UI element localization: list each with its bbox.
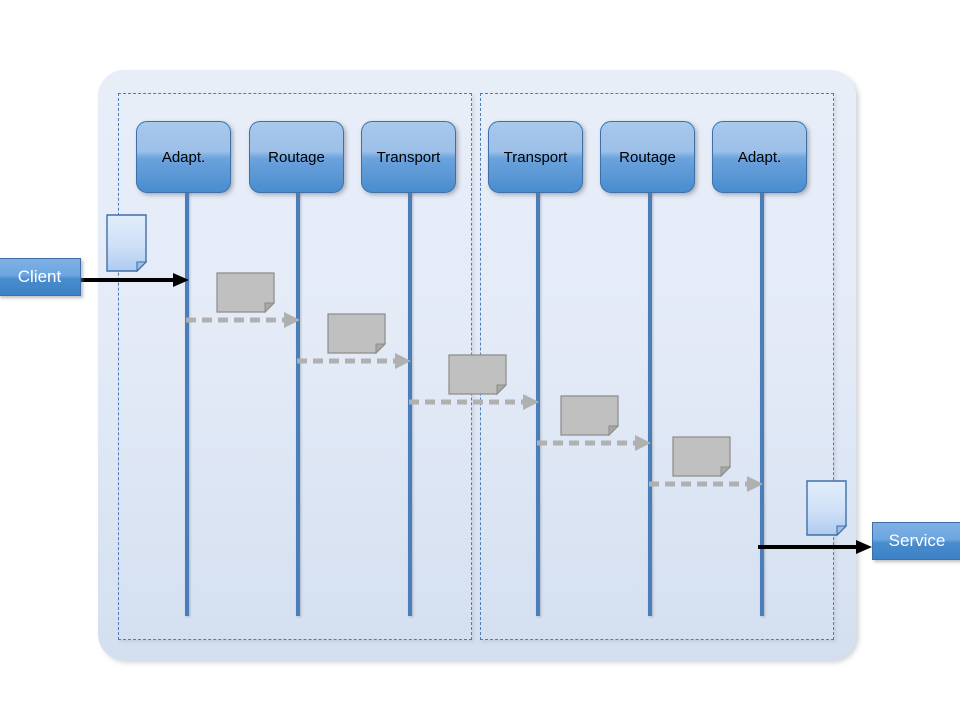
lifeline-routage-right (648, 186, 652, 616)
participant-label: Routage (268, 148, 325, 166)
message-arrow-client-to-adapt (79, 271, 195, 289)
lifeline-adapt-left (185, 186, 189, 616)
note-gray-routage-right-payload (672, 436, 732, 478)
note-gray-adapt-left-payload (216, 272, 276, 314)
participant-label: Routage (619, 148, 676, 166)
message-arrow-routage-to-transport-left (297, 352, 417, 370)
lifeline-adapt-right (760, 186, 764, 616)
lifeline-transport-right (536, 186, 540, 616)
participant-label: Adapt. (161, 148, 206, 166)
participant-adapt-right[interactable]: Adapt. (712, 121, 807, 193)
endpoint-service[interactable]: Service (872, 522, 960, 560)
message-arrow-routage-to-adapt-right (649, 475, 769, 493)
note-gray-routage-left-payload (327, 313, 387, 355)
participant-transport-right[interactable]: Transport (488, 121, 583, 193)
participant-adapt-left[interactable]: Adapt. (136, 121, 231, 193)
participant-routage-right[interactable]: Routage (600, 121, 695, 193)
participant-transport-left[interactable]: Transport (361, 121, 456, 193)
note-gray-transport-right-payload (560, 395, 620, 437)
message-arrow-transport-left-to-transport-right (409, 393, 545, 411)
endpoint-service-label: Service (888, 531, 946, 550)
note-gray-transport-left-payload (448, 354, 508, 396)
message-arrow-adapt-to-service (758, 538, 878, 556)
endpoint-client[interactable]: Client (0, 258, 81, 296)
participant-label: Adapt. (737, 148, 782, 166)
participant-label: Transport (503, 148, 568, 166)
note-blue-service-request (806, 480, 848, 537)
note-blue-client-request (106, 214, 148, 273)
message-arrow-adapt-to-routage-left (186, 311, 306, 329)
message-arrow-transport-to-routage-right (537, 434, 657, 452)
lifeline-routage-left (296, 186, 300, 616)
participant-label: Transport (376, 148, 441, 166)
participant-routage-left[interactable]: Routage (249, 121, 344, 193)
endpoint-client-label: Client (17, 267, 62, 286)
